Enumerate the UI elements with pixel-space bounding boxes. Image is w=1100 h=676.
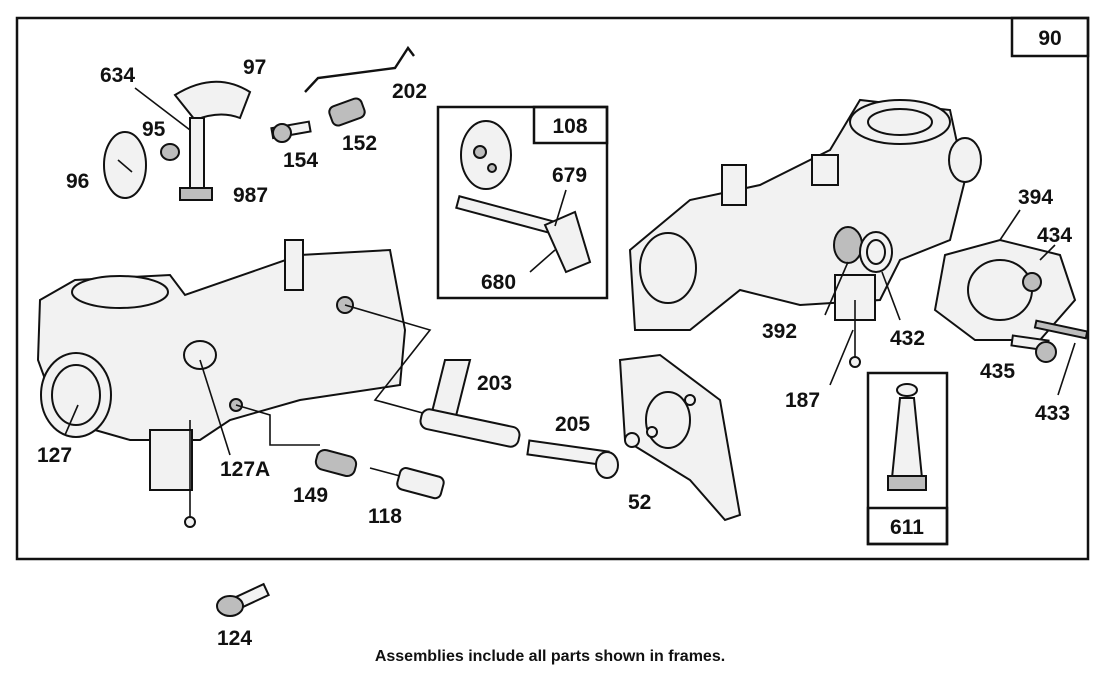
- label-434: 434: [1037, 224, 1072, 247]
- leader-394: [999, 209, 1021, 241]
- carburetor-body-right: [628, 98, 982, 368]
- label-152: 152: [342, 132, 377, 155]
- label-392: 392: [762, 320, 797, 343]
- label-124: 124: [217, 627, 252, 650]
- label-433: 433: [1035, 402, 1070, 425]
- label-95: 95: [142, 118, 166, 141]
- frame-611-tag: [866, 506, 949, 546]
- label-97: 97: [243, 56, 266, 79]
- label-987: 987: [233, 184, 268, 207]
- frame-108-tag: [532, 105, 609, 145]
- label-680: 680: [481, 271, 516, 294]
- choke-shaft-987: [173, 80, 252, 201]
- spring-152: [328, 97, 366, 127]
- leader-434: [1039, 244, 1056, 261]
- spring-392: [833, 226, 863, 264]
- leader-127: [64, 404, 79, 436]
- gasket-52: [618, 353, 742, 522]
- label-127: 127: [37, 444, 72, 467]
- needle-screw-118: [369, 467, 445, 500]
- leader-432: [881, 271, 901, 321]
- label-118: 118: [368, 505, 402, 528]
- leader-634: [134, 87, 191, 131]
- screw-95: [160, 143, 180, 161]
- label-203: 203: [477, 372, 512, 395]
- carburetor-body-left: [36, 239, 407, 528]
- leader-187: [829, 329, 854, 386]
- throttle-shaft: [455, 195, 592, 274]
- main-frame-tag: [1010, 16, 1090, 58]
- label-127a: 127A: [220, 458, 270, 481]
- leader-127a: [199, 359, 231, 456]
- frame-108-label: 108: [552, 115, 587, 138]
- screw-435: [1010, 334, 1057, 363]
- label-435: 435: [980, 360, 1015, 383]
- leader-679: [554, 189, 567, 227]
- label-205: 205: [555, 413, 590, 436]
- main-frame-label: 90: [1038, 27, 1061, 50]
- label-154: 154: [283, 149, 318, 172]
- label-96: 96: [66, 170, 89, 193]
- leader-433: [1057, 342, 1076, 396]
- leader-680: [529, 249, 556, 273]
- main-frame: [15, 16, 1090, 561]
- leader-149-118: [235, 404, 320, 446]
- label-52: 52: [628, 491, 651, 514]
- footnote: Assemblies include all parts shown in fr…: [374, 648, 726, 665]
- nozzle-611: [887, 383, 927, 491]
- choke-plate-96: [103, 131, 147, 199]
- label-432: 432: [890, 327, 925, 350]
- screw-124: [216, 582, 270, 617]
- label-187: 187: [785, 389, 820, 412]
- label-394: 394: [1018, 186, 1053, 209]
- frame-611-label: 611: [890, 516, 924, 539]
- throttle-plate: [460, 120, 512, 190]
- spring-149: [314, 448, 358, 478]
- frame-108: [436, 105, 609, 300]
- throttle-lever-203: [419, 359, 521, 448]
- label-634: 634: [100, 64, 135, 87]
- leader-392: [824, 261, 849, 316]
- pump-cover-394: [933, 238, 1077, 341]
- pin-433: [1033, 319, 1089, 340]
- pin-205: [526, 439, 619, 479]
- screw-154: [270, 120, 312, 143]
- ring-432: [859, 231, 893, 273]
- label-679: 679: [552, 164, 587, 187]
- link-202: [304, 45, 415, 93]
- label-149: 149: [293, 484, 328, 507]
- label-202: 202: [392, 80, 427, 103]
- leader-203-linkage: [344, 304, 432, 416]
